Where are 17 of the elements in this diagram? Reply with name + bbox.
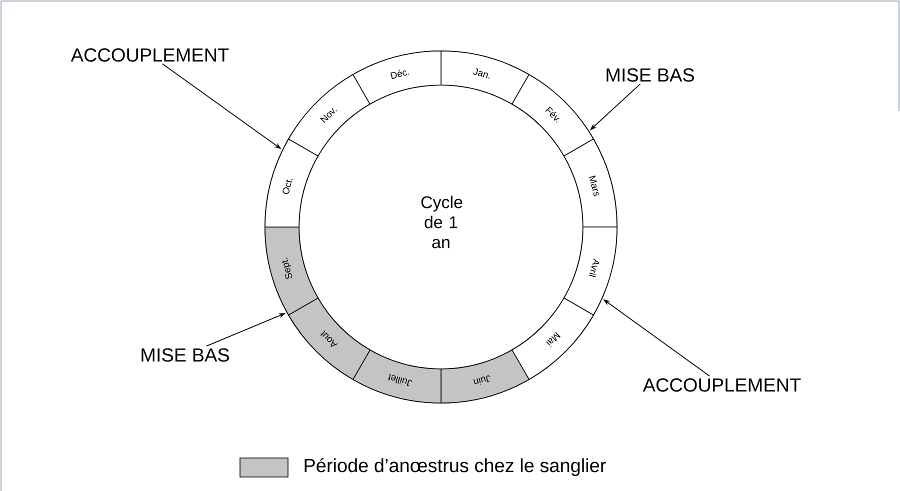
legend-text: Période d’anœstrus chez le sanglier — [304, 458, 606, 476]
callout-label: ACCOUPLEMENT — [642, 378, 801, 392]
month-segment: Juin — [440, 350, 530, 404]
month-segment: Mars — [564, 138, 618, 228]
month-segment: Jan. — [440, 50, 530, 104]
callout-label: ACCOUPLEMENT — [70, 48, 229, 62]
month-segment: Avril — [564, 226, 618, 316]
callout-label: MISE BAS — [606, 68, 694, 82]
month-segment: Oct. — [264, 138, 318, 228]
center-label: Cycle de 1 an — [421, 196, 462, 248]
callout-label: MISE BAS — [142, 348, 229, 362]
month-segment: Fév. — [512, 74, 594, 156]
month-segment: Déc. — [352, 50, 442, 104]
month-segment: Juillet — [352, 350, 442, 404]
month-segment: Sept. — [264, 226, 318, 316]
month-segment: Nov. — [288, 74, 370, 156]
month-segment: Mai — [512, 298, 594, 380]
